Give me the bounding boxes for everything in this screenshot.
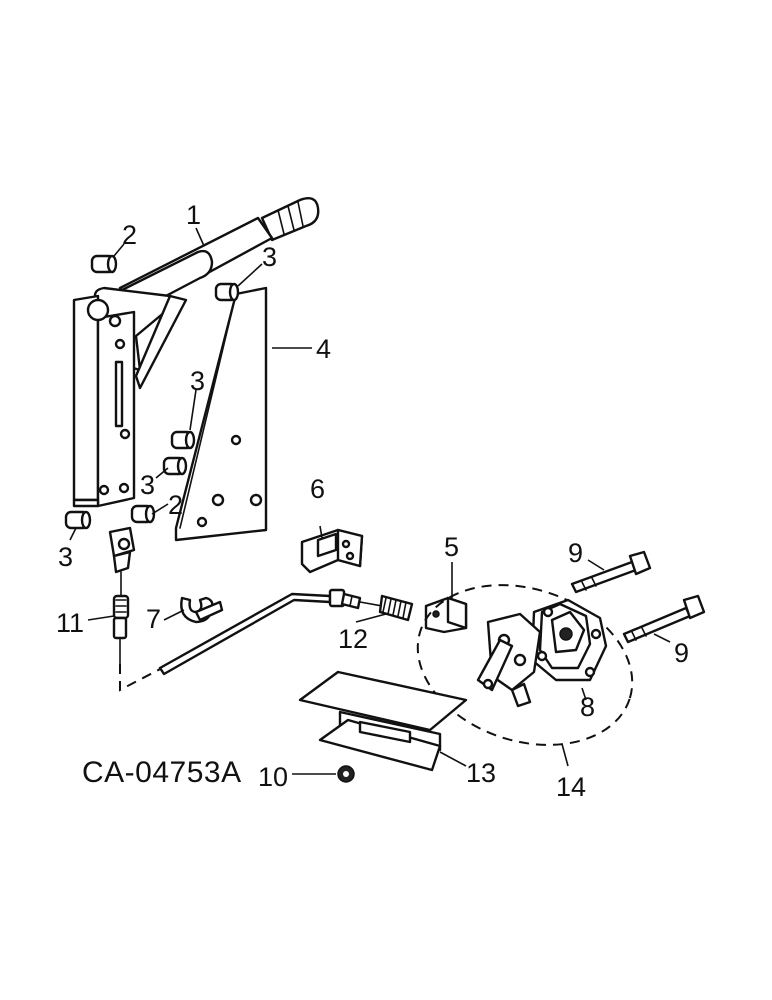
callout-8: 8 xyxy=(580,692,595,722)
cable-clip xyxy=(180,596,224,624)
assembly-14-boundary xyxy=(416,584,634,746)
callout-9-lower: 9 xyxy=(674,638,689,668)
bushing-2-top xyxy=(90,254,118,274)
callout-9-upper: 9 xyxy=(568,538,583,568)
callout-5: 5 xyxy=(444,532,459,562)
callouts: 1 2 3 4 3 3 2 3 6 5 9 9 11 7 12 8 13 10 … xyxy=(56,200,689,802)
bolt-upper xyxy=(570,550,652,594)
callout-2-lower: 2 xyxy=(168,490,183,520)
callout-12: 12 xyxy=(338,624,368,654)
bushing-3-bottom xyxy=(64,510,92,530)
callout-4: 4 xyxy=(316,334,331,364)
callout-3-bottom: 3 xyxy=(58,542,73,572)
bushing-3-top xyxy=(214,282,240,302)
cover-plate xyxy=(298,670,468,772)
lever-bracket xyxy=(72,294,136,508)
bushing-3-lower xyxy=(162,456,188,476)
callout-1: 1 xyxy=(186,200,201,230)
bushing-3-mid xyxy=(170,430,196,450)
callout-14: 14 xyxy=(556,772,586,802)
bushing-2-lower xyxy=(130,504,156,524)
callout-2-top: 2 xyxy=(122,220,137,250)
callout-11: 11 xyxy=(56,608,84,638)
callout-3-lower: 3 xyxy=(140,470,155,500)
drawing-reference-code: CA-04753A xyxy=(82,756,242,789)
control-rod xyxy=(158,588,362,676)
callout-10: 10 xyxy=(258,762,288,792)
callout-3-mid: 3 xyxy=(190,366,205,396)
link-bracket xyxy=(424,596,468,634)
support-bracket xyxy=(300,528,364,574)
valve-housing xyxy=(476,598,608,708)
lock-nut xyxy=(337,765,355,783)
leader-lines xyxy=(69,227,671,775)
callout-6: 6 xyxy=(310,474,325,504)
callout-13: 13 xyxy=(466,758,496,788)
mounting-plate xyxy=(174,286,268,542)
bolt-lower xyxy=(622,594,706,644)
return-spring xyxy=(359,594,414,622)
callout-7: 7 xyxy=(146,604,161,634)
callout-3-top: 3 xyxy=(262,242,277,272)
cable-clevis xyxy=(108,526,167,692)
